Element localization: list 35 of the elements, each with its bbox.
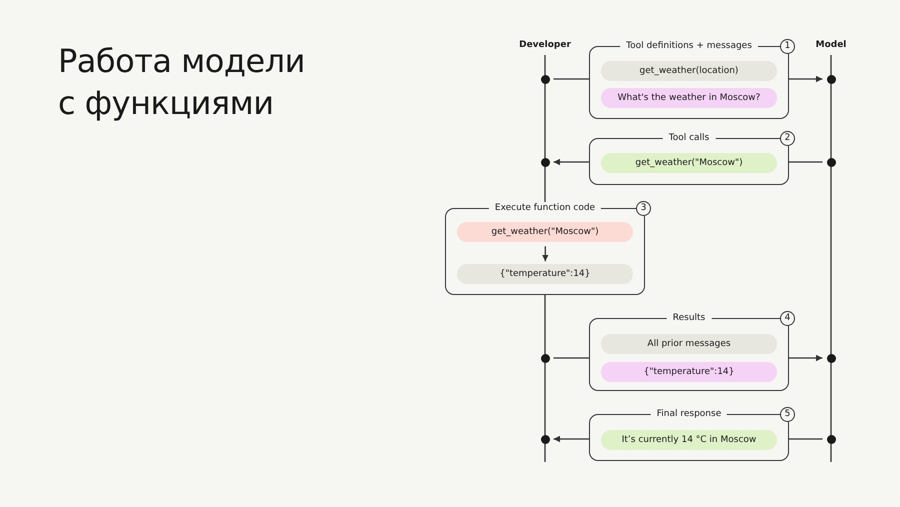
step-number: 2 [780, 130, 795, 146]
group-title: Tool definitions + messages [620, 40, 758, 53]
connector-line [789, 438, 822, 440]
group-title: Final response [650, 408, 728, 421]
dot [826, 354, 836, 362]
connector-line [554, 357, 589, 359]
actor-label: Model [806, 40, 856, 52]
connector-line [789, 161, 822, 163]
dot [826, 74, 836, 84]
dot [540, 354, 550, 362]
step-number: 3 [636, 200, 651, 216]
message-pill: get_weather("Moscow") [601, 153, 777, 173]
arrow [789, 76, 822, 82]
step-number: 1 [780, 38, 795, 54]
title: Работа модели с функциями [58, 41, 306, 124]
step-number: 5 [780, 406, 795, 422]
dot [540, 158, 550, 166]
dot [826, 158, 836, 166]
message-pill: get_weather("Moscow") [457, 222, 633, 242]
connector-line [554, 78, 589, 80]
message-pill: {"temperature":14} [457, 264, 633, 284]
message-pill: {"temperature":14} [601, 362, 777, 382]
message-pill: get_weather(location) [601, 61, 777, 81]
message-pill: What's the weather in Moscow? [601, 88, 777, 108]
dot [826, 434, 836, 444]
actor-label: Developer [515, 40, 575, 52]
dot [540, 74, 550, 84]
arrow [542, 246, 549, 262]
arrow [554, 436, 589, 442]
arrow [554, 158, 589, 166]
message-pill: All prior messages [601, 334, 777, 354]
arrow [789, 354, 822, 362]
step-number: 4 [780, 310, 795, 326]
message-pill: It’s currently 14 °C in Moscow [601, 430, 777, 450]
dot [540, 434, 550, 444]
